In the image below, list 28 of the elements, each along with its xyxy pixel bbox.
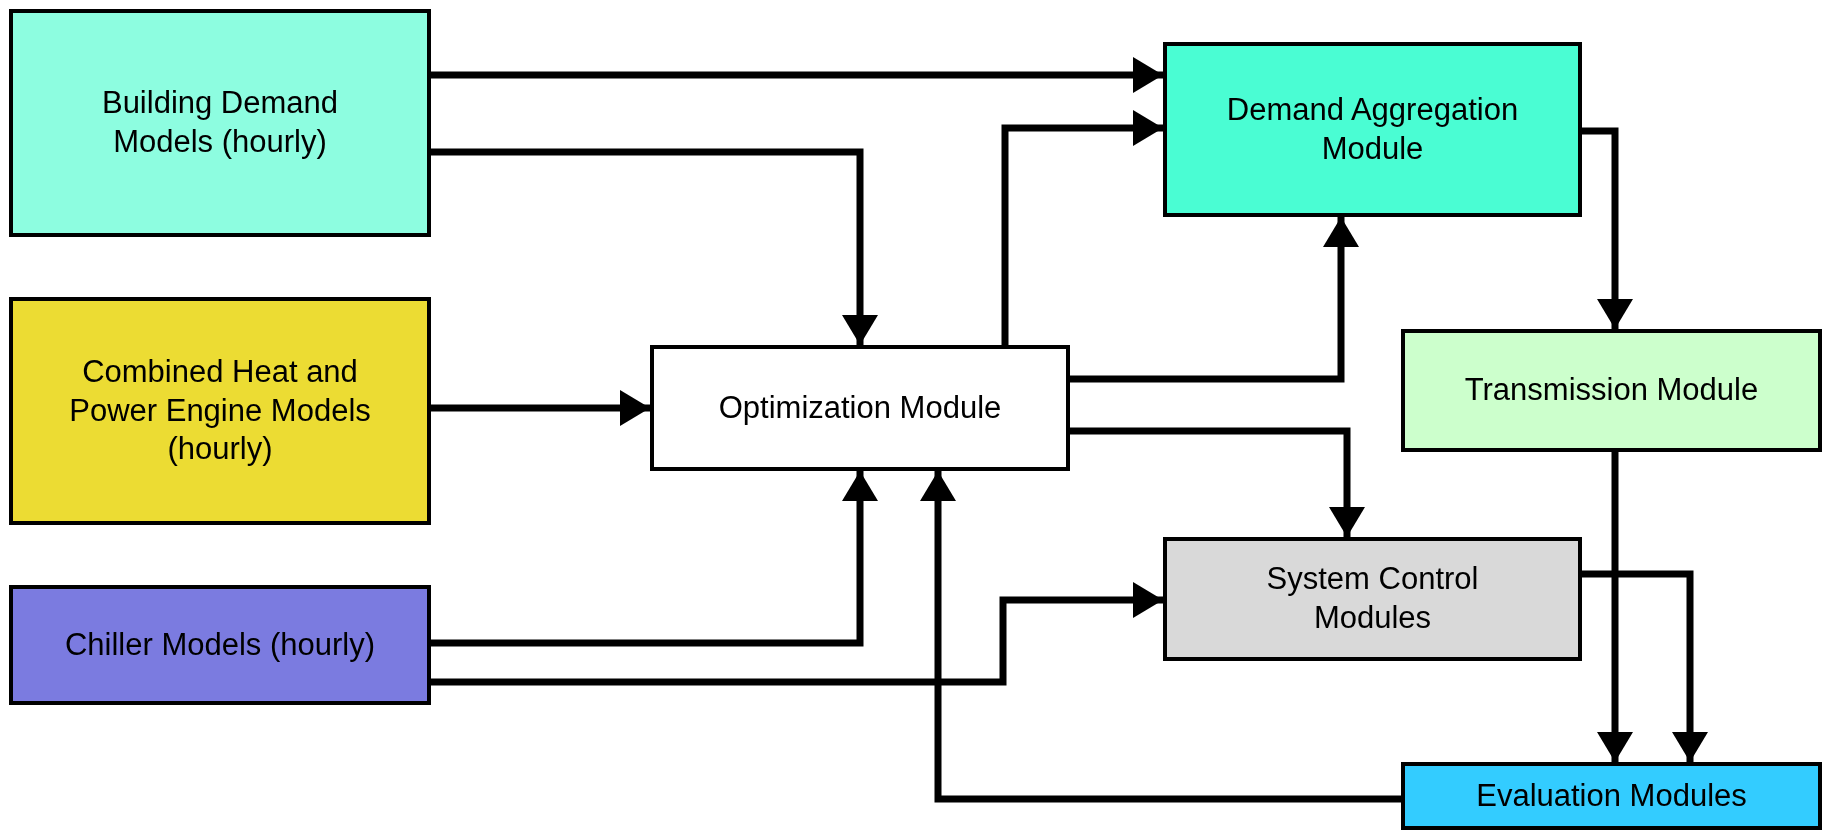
module-box	[9, 297, 431, 525]
arrow	[431, 582, 1163, 686]
arrow	[920, 471, 1401, 803]
module-box	[1163, 42, 1582, 217]
module-box	[1163, 537, 1582, 661]
arrow	[1597, 452, 1633, 762]
arrow	[1070, 427, 1365, 537]
module-label: Building Demand Models (hourly)	[100, 84, 340, 161]
module-label: Optimization Module	[718, 388, 1002, 427]
arrow	[1582, 570, 1708, 762]
arrow	[431, 471, 878, 647]
arrow	[431, 57, 1163, 93]
module-box	[1401, 329, 1822, 452]
arrow	[431, 390, 650, 426]
module-label: Combined Heat and Power Engine Models (hourly)	[68, 352, 372, 469]
module-box	[9, 9, 431, 237]
module-box	[650, 345, 1070, 471]
module-box	[9, 585, 431, 705]
module-box	[1401, 762, 1822, 830]
module-label: Evaluation Modules	[1476, 776, 1747, 815]
arrow	[1001, 110, 1163, 345]
module-label: Transmission Module	[1464, 371, 1759, 410]
arrow	[1070, 217, 1359, 383]
module-label: Demand Aggregation Module	[1225, 90, 1520, 168]
arrow	[1582, 127, 1633, 329]
module-label: Chiller Models (hourly)	[64, 625, 376, 664]
arrow	[431, 148, 878, 345]
module-label: System Control Modules	[1265, 560, 1480, 637]
